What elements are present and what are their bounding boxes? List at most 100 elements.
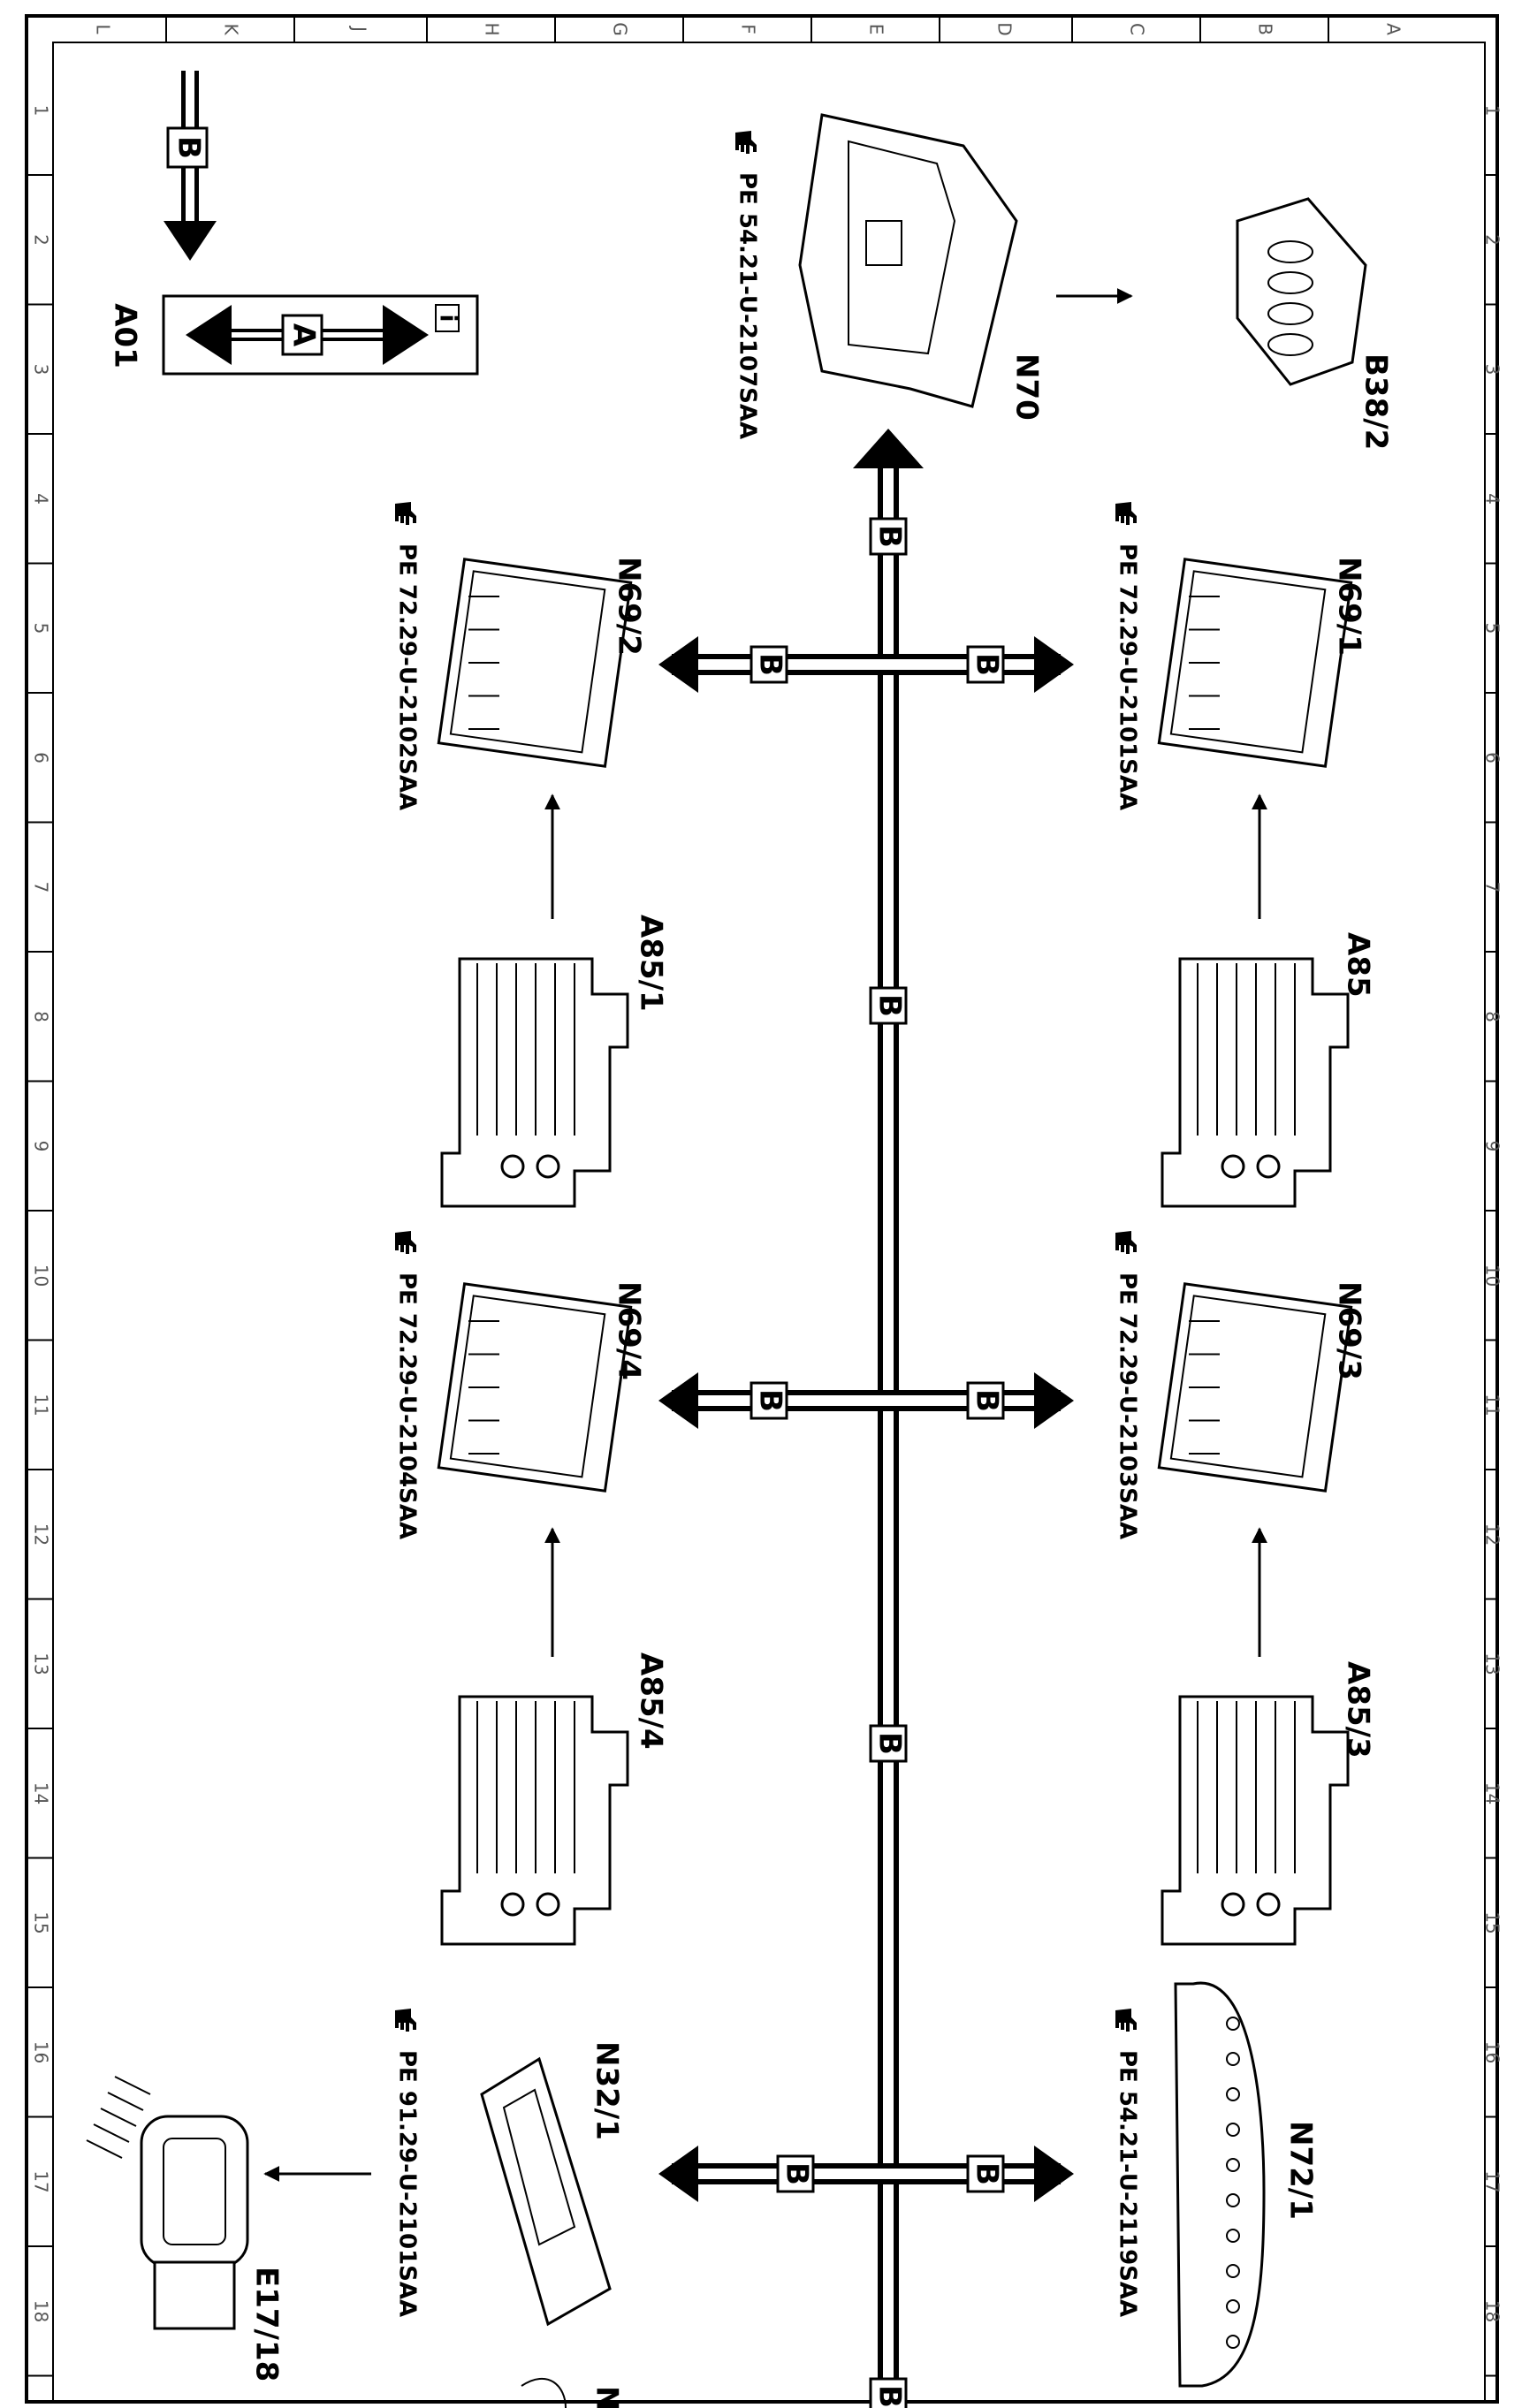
- grid-row-4: 4: [31, 493, 52, 505]
- label-B38-2: B38/2: [1358, 353, 1394, 450]
- grid-row-right-4: 4: [1482, 493, 1503, 505]
- grid-row-2: 2: [31, 234, 52, 246]
- grid-row-right-16: 16: [1482, 2041, 1503, 2063]
- bus-box-label-8: B: [970, 2162, 1005, 2185]
- component-N69-4: [437, 1282, 633, 1493]
- grid-row-15: 15: [31, 1911, 52, 1933]
- grid-row-right-6: 6: [1482, 752, 1503, 763]
- grid-row-7: 7: [31, 882, 52, 893]
- hand-pointer-icon: [1115, 502, 1137, 525]
- grid-row-right-15: 15: [1482, 1911, 1503, 1933]
- bus-label-boxes: B B B B B B B B B B: [750, 517, 1005, 2408]
- bus-box-3: [869, 986, 908, 1025]
- bus-box-label-4: B: [753, 1389, 788, 1412]
- ref-N69-2: PE 72.29-U-2102SAA: [394, 502, 421, 810]
- grid-row-17: 17: [31, 2170, 52, 2192]
- bus-box-0: [869, 517, 908, 556]
- grid-row-right-11: 11: [1482, 1394, 1503, 1416]
- grid-row-16: 16: [31, 2041, 52, 2063]
- bus-box-4: [750, 1381, 788, 1420]
- component-N32-1: [480, 2056, 612, 2327]
- component-N69-2: [437, 558, 633, 768]
- hand-pointer-icon: [395, 2009, 416, 2032]
- label-N: N: [590, 2386, 625, 2408]
- component-N-partial: [521, 2377, 567, 2408]
- component-E17-18: [86, 2076, 249, 2330]
- ref-text-N69-4: PE 72.29-U-2104SAA: [394, 1272, 421, 1539]
- drawing-frame: [25, 14, 1499, 2404]
- label-N69-2: N69/2: [612, 557, 647, 656]
- bus-box-2: [966, 645, 1005, 684]
- component-A85-1: [440, 957, 629, 1208]
- grid-row-right-8: 8: [1482, 1011, 1503, 1022]
- component-A85-3: [1161, 1695, 1350, 1946]
- grid-row-right-12: 12: [1482, 1523, 1503, 1546]
- grid-row-5: 5: [31, 623, 52, 634]
- ref-text-N72-1: PE 54.21-U-2119SAA: [1115, 2050, 1141, 2317]
- grid-row-right-3: 3: [1482, 364, 1503, 376]
- component-A85: [1161, 957, 1350, 1208]
- bus-box-label-7: B: [780, 2162, 815, 2185]
- bus-box-label-3: B: [872, 994, 908, 1017]
- legend: B A i A01: [108, 71, 479, 376]
- grid-row-right-17: 17: [1482, 2170, 1503, 2192]
- grid-col-G: G: [610, 22, 631, 36]
- grid-col-C: C: [1127, 23, 1148, 35]
- legend-bus-box: [166, 126, 209, 169]
- label-A85-3: A85/3: [1341, 1661, 1376, 1759]
- bus-box-label-2: B: [970, 653, 1005, 676]
- grid-col-K: K: [221, 23, 242, 35]
- ref-text-N69-3: PE 72.29-U-2103SAA: [1115, 1272, 1141, 1539]
- bus-box-6: [869, 1724, 908, 1763]
- grid-row-right-2: 2: [1482, 234, 1503, 246]
- hand-pointer-icon: [1115, 2009, 1137, 2032]
- grid-col-D: D: [994, 22, 1016, 35]
- grid-row-12: 12: [31, 1523, 52, 1546]
- grid-col-H: H: [482, 22, 503, 35]
- bus-branches: [658, 636, 1074, 2202]
- label-N69-4: N69/4: [612, 1281, 647, 1380]
- grid-col-J: J: [349, 25, 370, 32]
- component-N69-3: [1157, 1282, 1353, 1493]
- bus-box-8: [966, 2154, 1005, 2193]
- grid-row-right-5: 5: [1482, 623, 1503, 634]
- bus-box-5: [966, 1381, 1005, 1420]
- label-A85: A85: [1341, 932, 1376, 998]
- label-A85-4: A85/4: [634, 1652, 669, 1750]
- ref-text-N32-1: PE 91.29-U-2101SAA: [394, 2050, 421, 2317]
- ref-N69-4: PE 72.29-U-2104SAA: [394, 1231, 421, 1539]
- bus-box-label-9: B: [872, 2385, 908, 2408]
- component-N69-1: [1157, 558, 1353, 768]
- label-E17-18: E17/18: [249, 2267, 285, 2381]
- legend-box-label: A: [286, 323, 322, 347]
- grid-row-right-14: 14: [1482, 1782, 1503, 1804]
- bus-box-label-1: B: [753, 653, 788, 676]
- grid-row-right-9: 9: [1482, 1141, 1503, 1152]
- grid-row-6: 6: [31, 752, 52, 763]
- label-N72-1: N72/1: [1283, 2121, 1319, 2220]
- info-icon: [435, 304, 460, 332]
- bus-box-label-5: B: [970, 1389, 1005, 1412]
- bus-box-label-0: B: [872, 525, 908, 548]
- grid-row-11: 11: [31, 1394, 52, 1416]
- ref-N32-1: PE 91.29-U-2101SAA: [394, 2009, 421, 2317]
- grid-row-right-7: 7: [1482, 882, 1503, 893]
- hand-pointer-icon: [395, 502, 416, 525]
- bus-box-label-6: B: [872, 1732, 908, 1755]
- bus-box-9: [869, 2377, 908, 2408]
- component-N70: [798, 113, 1018, 408]
- grid-row-10: 10: [31, 1265, 52, 1287]
- component-A85-4: [440, 1695, 629, 1946]
- label-N69-3: N69/3: [1332, 1281, 1367, 1380]
- ref-N69-3: PE 72.29-U-2103SAA: [1115, 1231, 1141, 1539]
- component-drawings: [86, 113, 1367, 2408]
- bus-box-7: [776, 2154, 815, 2193]
- label-N70: N70: [1009, 353, 1045, 421]
- grid-row-right-13: 13: [1482, 1652, 1503, 1675]
- component-B38-2: [1236, 197, 1367, 386]
- legend-bus-label: B: [171, 136, 207, 159]
- svg-text:i: i: [435, 315, 461, 323]
- grid-col-B: B: [1255, 23, 1276, 35]
